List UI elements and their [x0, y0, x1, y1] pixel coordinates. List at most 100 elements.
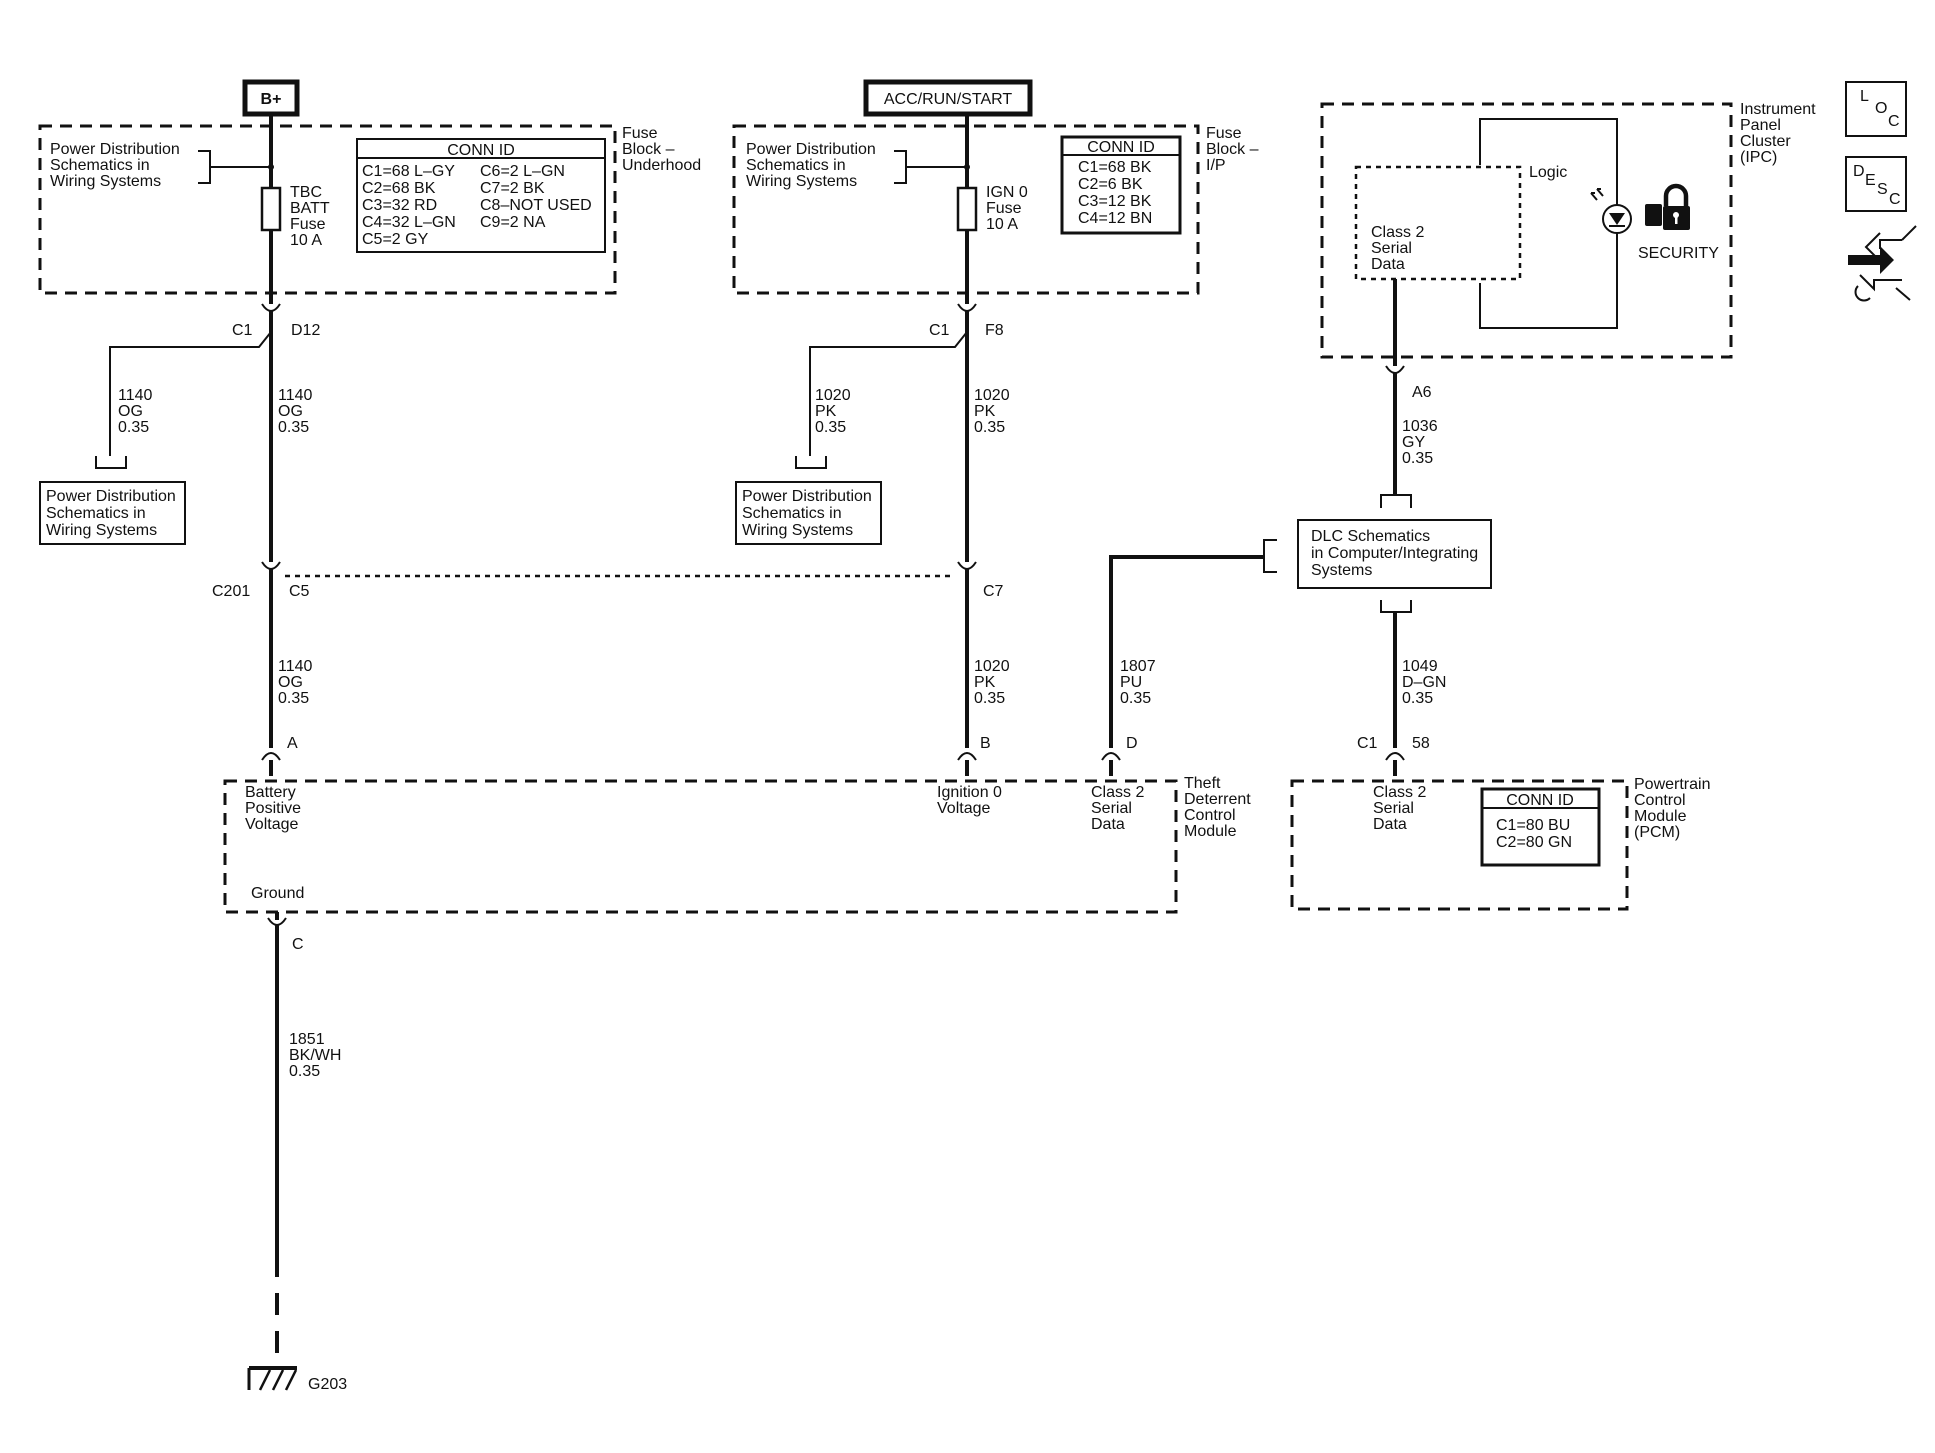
fuse-block-underhood-title-3: Underhood: [622, 157, 701, 174]
a6-label: A6: [1412, 384, 1432, 401]
w1851-1: 1851: [289, 1031, 325, 1048]
tdcm-title-2: Deterrent: [1184, 791, 1251, 808]
tbc-batt-fuse: [260, 186, 282, 232]
d12-label: D12: [291, 322, 320, 339]
circuit-1036-1049: [1380, 279, 1412, 776]
ign0-fuse: [956, 186, 978, 232]
conn-id-c8: C8–NOT USED: [480, 197, 592, 214]
pcm-title-4: (PCM): [1634, 824, 1680, 841]
w1020-branch-1: 1020: [815, 387, 851, 404]
pcm-title-3: Module: [1634, 808, 1687, 825]
fuse-block-ip-title-1: Fuse: [1206, 125, 1242, 142]
pd-ref-box-left[interactable]: Power Distribution Schematics in Wiring …: [39, 481, 186, 545]
pcm-conn-id-c2: C2=80 GN: [1496, 834, 1572, 851]
ip-conn-id-c3: C3=12 BK: [1078, 193, 1152, 210]
pcm-title-1: Powertrain: [1634, 776, 1710, 793]
tdcm-title-3: Control: [1184, 807, 1236, 824]
fuse-block-ip: Fuse Block – I/P Power Distribution Sche…: [732, 124, 1259, 295]
pcm-conn-id-c1: C1=80 BU: [1496, 817, 1570, 834]
conn-id-c9: C9=2 NA: [480, 214, 546, 231]
tbc-fuse-label-3: Fuse: [290, 216, 326, 233]
tdcm-class2-2: Serial: [1091, 800, 1132, 817]
pin-b-label: B: [980, 735, 991, 752]
tdcm-outline: [223, 779, 1178, 914]
ign0-fuse-label-1: IGN 0: [986, 184, 1028, 201]
conn-id-c2: C2=68 BK: [362, 180, 436, 197]
tdcm-title-1: Theft: [1184, 775, 1221, 792]
w1807-1: 1807: [1120, 658, 1156, 675]
pd-mid-3: Wiring Systems: [742, 522, 853, 539]
underhood-conn-id-table: CONN ID C1=68 L–GY C2=68 BK C3=32 RD C4=…: [356, 138, 606, 253]
pcm-58-label: 58: [1412, 735, 1430, 752]
ip-conn-id-c1: C1=68 BK: [1078, 159, 1152, 176]
tdcm-class2-3: Data: [1091, 816, 1125, 833]
ipc-class2-1: Class 2: [1371, 224, 1424, 241]
pd-mid-1: Power Distribution: [742, 488, 872, 505]
theft-deterrent-module: Theft Deterrent Control Module Battery P…: [223, 775, 1251, 914]
security-lock-icon: [1645, 183, 1690, 230]
conn-id-c4: C4=32 L–GN: [362, 214, 456, 231]
acc-run-start-source: ACC/RUN/START: [863, 79, 1033, 117]
tdcm-ignition-1: Ignition 0: [937, 784, 1002, 801]
pin-a-label: A: [287, 735, 298, 752]
dlc-2: in Computer/Integrating: [1311, 545, 1478, 562]
w1049-3: 0.35: [1402, 690, 1433, 707]
w1140-lower-1: 1140: [278, 658, 313, 675]
pd-ref-box-mid[interactable]: Power Distribution Schematics in Wiring …: [735, 481, 882, 545]
ipc-logic-label: Logic: [1529, 164, 1567, 181]
ip-conn-id-title: CONN ID: [1087, 139, 1155, 156]
w1020-main-3: 0.35: [974, 419, 1005, 436]
w1020-branch-2: PK: [815, 403, 837, 420]
w1020-main-1: 1020: [974, 387, 1010, 404]
b-plus-label: B+: [261, 91, 282, 108]
desc-icon[interactable]: D E S C: [1845, 156, 1907, 212]
loc-icon-c: C: [1888, 113, 1900, 130]
w1036-2: GY: [1402, 434, 1425, 451]
ground-circuit-1851: [267, 912, 287, 1360]
w1851-2: BK/WH: [289, 1047, 341, 1064]
ip-ref-note-1: Power Distribution: [746, 141, 876, 158]
ipc-class2-box: [1354, 165, 1522, 281]
w1036-1: 1036: [1402, 418, 1438, 435]
ip-conn-id-c4: C4=12 BN: [1078, 210, 1152, 227]
w1807-2: PU: [1120, 674, 1142, 691]
circuit-1140: [95, 114, 281, 776]
pcm-class2-2: Serial: [1373, 800, 1414, 817]
loc-icon-o: O: [1875, 100, 1887, 117]
pcm-conn-id-table: CONN ID C1=80 BU C2=80 GN: [1480, 787, 1601, 867]
ip-conn-id-table: CONN ID C1=68 BK C2=6 BK C3=12 BK C4=12 …: [1060, 135, 1182, 235]
fuse-block-ip-title-3: I/P: [1206, 157, 1226, 174]
ip-ref-note-3: Wiring Systems: [746, 173, 857, 190]
circuit-1020: [795, 114, 977, 776]
ign0-fuse-label-2: Fuse: [986, 200, 1022, 217]
ipc-class2-2: Serial: [1371, 240, 1412, 257]
c7-label: C7: [983, 583, 1004, 600]
desc-icon-s: S: [1877, 181, 1888, 198]
g203-label: G203: [308, 1376, 347, 1393]
ign0-fuse-label-3: 10 A: [986, 216, 1018, 233]
powertrain-control-module: Powertrain Control Module (PCM) Class 2 …: [1290, 776, 1710, 911]
desc-icon-d: D: [1853, 163, 1865, 180]
diagnostic-wrench-icon[interactable]: [1848, 225, 1917, 302]
ipc-class2-3: Data: [1371, 256, 1405, 273]
pcm-title-2: Control: [1634, 792, 1686, 809]
dlc-ref-box[interactable]: DLC Schematics in Computer/Integrating S…: [1297, 519, 1492, 589]
w1140-branch-2: OG: [118, 403, 143, 420]
pd-left-2: Schematics in: [46, 505, 146, 522]
pcm-c1-label: C1: [1357, 735, 1378, 752]
ipc-title-4: (IPC): [1740, 149, 1777, 166]
loc-icon[interactable]: L O C: [1845, 81, 1907, 137]
w1140-lower-3: 0.35: [278, 690, 309, 707]
w1020-lower-2: PK: [974, 674, 996, 691]
pd-left-3: Wiring Systems: [46, 522, 157, 539]
tdcm-battery-2: Positive: [245, 800, 301, 817]
w1020-branch-3: 0.35: [815, 419, 846, 436]
tbc-fuse-label-2: BATT: [290, 200, 330, 217]
w1036-3: 0.35: [1402, 450, 1433, 467]
w1049-2: D–GN: [1402, 674, 1446, 691]
pcm-class2-3: Data: [1373, 816, 1407, 833]
fuse-block-underhood: Fuse Block – Underhood Power Distributio…: [38, 124, 701, 295]
desc-icon-e: E: [1865, 172, 1876, 189]
pin-c-label: C: [292, 936, 304, 953]
tdcm-title-4: Module: [1184, 823, 1237, 840]
